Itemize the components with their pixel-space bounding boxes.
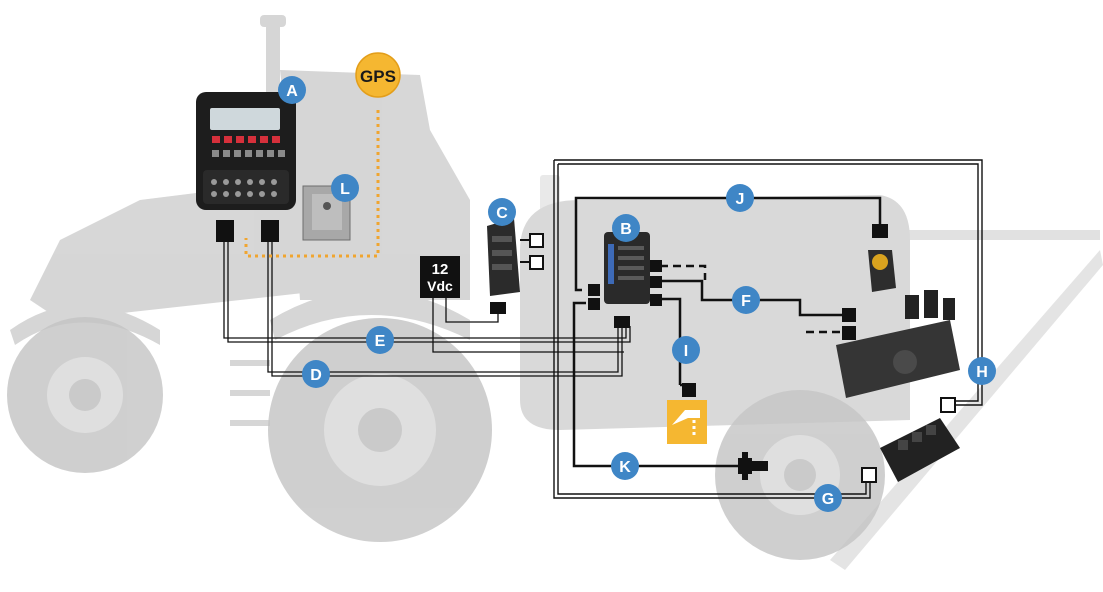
mounting-bracket-icon: [302, 185, 351, 241]
tractor-silhouette: [10, 15, 470, 426]
sprayer-wheel: [715, 390, 885, 560]
badge-a: A: [278, 76, 306, 104]
svg-text:D: D: [310, 367, 322, 384]
section-valve-manifold-icon: [836, 290, 960, 398]
svg-text:B: B: [620, 221, 632, 238]
svg-text:L: L: [340, 181, 350, 198]
power-voltage: 12: [432, 261, 449, 278]
power-supply-box: 12 Vdc: [420, 256, 460, 298]
badge-f: F: [732, 286, 760, 314]
svg-text:J: J: [736, 191, 745, 208]
svg-text:C: C: [496, 205, 508, 222]
badge-g: G: [814, 484, 842, 512]
front-wheel: [7, 317, 163, 473]
badge-h: H: [968, 357, 996, 385]
badge-e: E: [366, 326, 394, 354]
electronic-control-unit-icon: [487, 218, 544, 314]
svg-text:I: I: [684, 343, 688, 360]
harness-loop: [553, 159, 983, 499]
gps-label: GPS: [360, 67, 396, 86]
gps-receiver-icon: GPS: [355, 52, 401, 98]
gps-dotted-cable: [244, 110, 380, 258]
svg-text:A: A: [286, 83, 298, 100]
boom-height-sensor-icon: [667, 383, 707, 444]
control-valve-icon: [868, 224, 896, 292]
sprayer-control-console-icon: [196, 92, 296, 242]
svg-text:H: H: [976, 364, 988, 381]
badge-j: J: [726, 184, 754, 212]
svg-text:K: K: [619, 459, 631, 476]
badge-d: D: [302, 360, 330, 388]
svg-text:E: E: [375, 333, 386, 350]
badge-i: I: [672, 336, 700, 364]
speed-sensor-icon: [738, 452, 768, 480]
svg-text:F: F: [741, 293, 751, 310]
power-unit: Vdc: [427, 278, 453, 294]
badge-l: L: [331, 174, 359, 202]
flow-meter-icon: [861, 397, 960, 483]
badge-b: B: [612, 214, 640, 242]
badge-c: C: [488, 198, 516, 226]
main-control-unit-icon: [588, 232, 662, 328]
svg-text:G: G: [822, 491, 834, 508]
badge-k: K: [611, 452, 639, 480]
